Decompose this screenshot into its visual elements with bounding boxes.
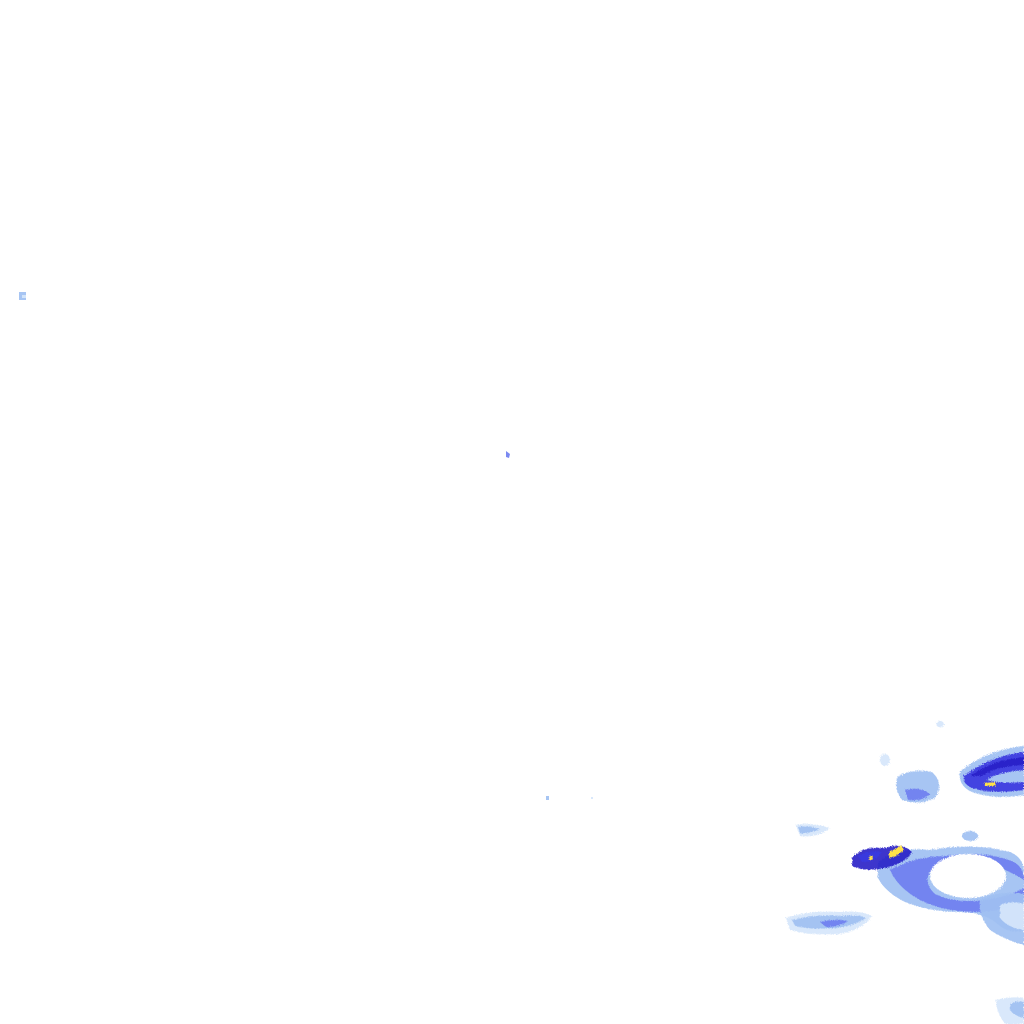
rainband-northeast bbox=[880, 721, 1024, 803]
rainband-east-ring bbox=[796, 824, 1024, 945]
rainband-southwest-fragment bbox=[786, 911, 872, 935]
isolated-echo-center bbox=[506, 451, 510, 458]
isolated-echo-far-west bbox=[19, 292, 26, 300]
rainband-southeast-edge bbox=[996, 997, 1024, 1024]
isolated-echo-south-center bbox=[546, 796, 593, 800]
